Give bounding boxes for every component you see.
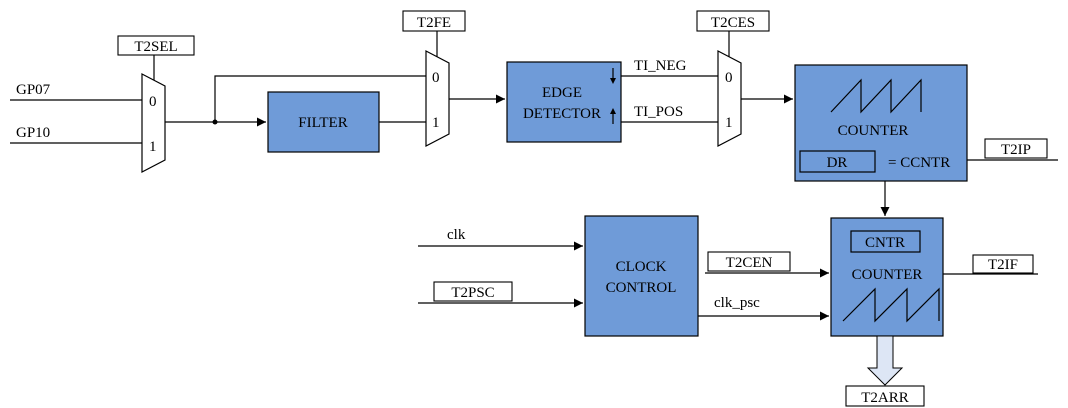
t2arr-label-box (845, 385, 925, 407)
rising-edge-arrowhead (610, 108, 616, 114)
t2if-label-box (972, 254, 1034, 274)
t2psc-label: T2PSC (451, 285, 494, 301)
clock-control-label-1: CLOCK (616, 259, 667, 275)
t2ip-label-box (984, 138, 1048, 159)
ti-pos-label: TI_POS (634, 104, 683, 120)
t2ces-label-box (696, 10, 770, 32)
t2cen-label: T2CEN (726, 255, 773, 271)
filter-block (267, 91, 380, 153)
clock-control-label-2: CONTROL (606, 280, 677, 296)
t2arr-label: T2ARR (861, 390, 909, 406)
t2fe-mux (425, 50, 450, 147)
sawtooth-icon (830, 78, 922, 114)
cntr-register (850, 230, 921, 253)
bypass-wire (214, 75, 426, 122)
edge-detector-label-2: DETECTOR (523, 106, 601, 122)
edge-detector-label-1: EDGE (542, 85, 582, 101)
t2sel-label: T2SEL (134, 39, 177, 55)
t2ip-label: T2IP (1001, 142, 1031, 158)
filter-label: FILTER (298, 115, 347, 131)
gp07-label: GP07 (16, 82, 51, 98)
clk-psc-label: clk_psc (714, 295, 760, 311)
dr-register (799, 150, 876, 173)
t2psc-label-box (433, 281, 513, 302)
t2ces-mux (717, 50, 742, 147)
clk-label: clk (447, 227, 466, 243)
t2sel-label-box (117, 35, 195, 56)
t2fe-port-1: 1 (432, 115, 440, 131)
t2sel-mux (141, 73, 166, 173)
gp10-label: GP10 (16, 125, 50, 141)
ti-neg-label: TI_NEG (634, 58, 687, 74)
t2fe-label-box (402, 10, 466, 32)
capture-counter-title: COUNTER (838, 123, 909, 139)
ccntr-label: = CCNTR (888, 155, 950, 171)
t2arr-hollow-arrow (866, 335, 904, 386)
t2ces-port-1: 1 (725, 115, 733, 131)
edge-detector-block (506, 61, 622, 143)
t2fe-label: T2FE (417, 15, 451, 31)
sawtooth-icon-2 (842, 287, 940, 323)
main-counter-title: COUNTER (852, 267, 923, 283)
t2ces-label: T2CES (711, 15, 755, 31)
t2if-label: T2IF (988, 257, 1018, 273)
clock-control-block (584, 215, 699, 337)
t2cen-label-box (707, 251, 791, 272)
falling-edge-arrowhead (610, 78, 616, 84)
t2sel-port-0: 0 (149, 94, 157, 110)
t2sel-port-1: 1 (149, 139, 157, 155)
cntr-label: CNTR (865, 235, 905, 251)
t2fe-port-0: 0 (432, 70, 440, 86)
t2ces-port-0: 0 (725, 70, 733, 86)
dr-label: DR (827, 155, 848, 171)
